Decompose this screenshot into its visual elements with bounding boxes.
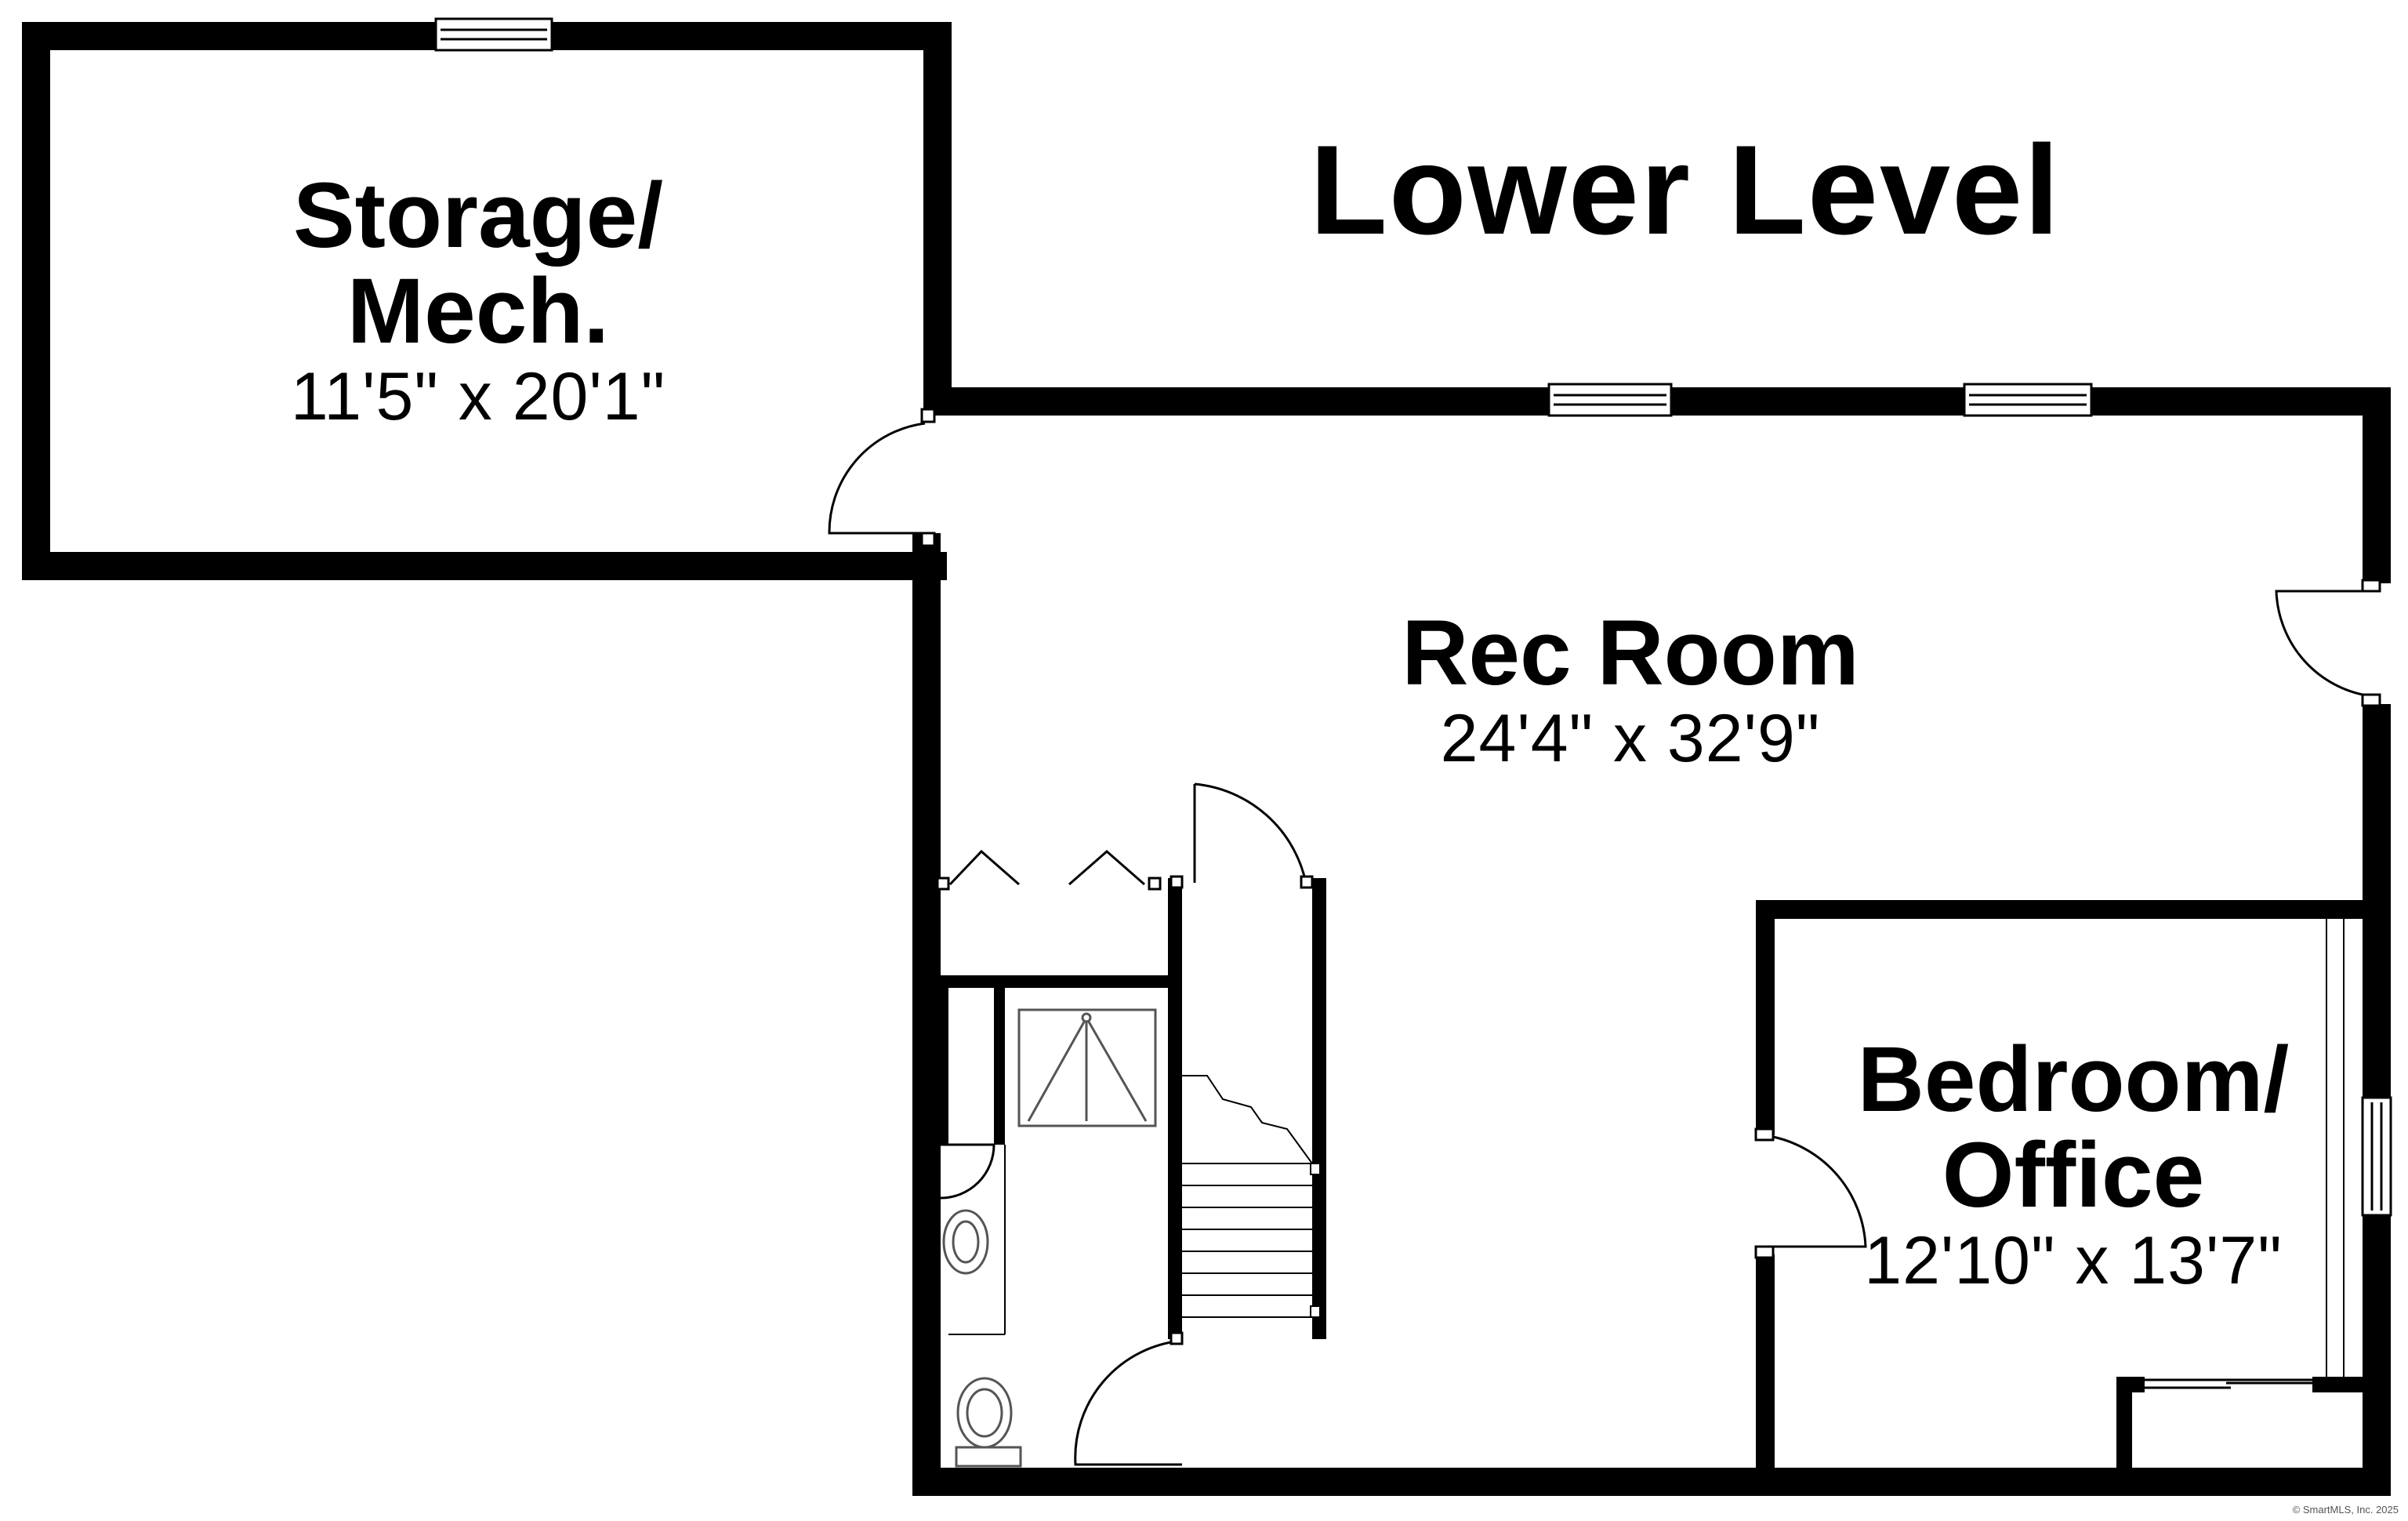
bath-wall-mid (994, 988, 1005, 1145)
storage-wall-bottom (22, 552, 947, 580)
stair-wall-left (1168, 878, 1182, 1339)
stair-wall-right (1312, 878, 1326, 1339)
room-rec: Rec Room 24'4" x 32'9" (1317, 605, 1944, 776)
door-bedroom-swing (1772, 1135, 1867, 1248)
door-stair-jamb-r (1300, 875, 1314, 889)
door-storage-jamb-bottom (920, 532, 936, 547)
door-stair-jamb-l (1170, 875, 1184, 889)
door-rec-swing (2275, 590, 2363, 696)
door-bath-inner-swing (940, 1143, 995, 1200)
room-storage-name-1: Storage/ (292, 164, 664, 267)
storage-wall-left (22, 22, 50, 580)
page-title: Lower Level (1309, 119, 2062, 261)
closet-wall-bottom (937, 975, 1171, 988)
shower-icon (1017, 1008, 1157, 1127)
copyright: © SmartMLS, Inc. 2025 (2292, 1504, 2399, 1516)
fixtures (942, 1008, 1157, 1468)
bath-wall-inner (937, 988, 948, 1145)
window-rec-2 (1963, 383, 2093, 417)
door-rec-jamb-bottom (2361, 693, 2381, 707)
room-bedroom-name-1: Bedroom/ (1857, 1028, 2290, 1131)
room-storage-name-2: Mech. (346, 260, 610, 363)
door-bath-swing (1074, 1339, 1183, 1466)
windows (434, 17, 2392, 1217)
door-rec-jamb-top (2361, 579, 2381, 593)
rec-wall-left-upper (912, 533, 941, 1496)
bedroom-wall-top (1756, 900, 2391, 919)
storage-wall-right-upper (923, 22, 952, 411)
door-bedroom-jamb-top (1754, 1127, 1775, 1142)
closet-wall-right (2312, 1377, 2391, 1392)
sink-icon (942, 1209, 989, 1275)
door-storage-swing (828, 422, 926, 535)
room-storage-size: 11'5" x 20'1" (290, 359, 666, 434)
closet-wall-left (2116, 1377, 2132, 1482)
room-bedroom: Bedroom/ Office 12'10" x 13'7" (1787, 1032, 2359, 1298)
thin-walls (948, 919, 2345, 1377)
door-bedroom-jamb-bottom (1754, 1245, 1775, 1259)
room-rec-name: Rec Room (1402, 601, 1859, 705)
room-storage: Storage/ Mech. 11'5" x 20'1" (188, 168, 768, 434)
door-stair-swing (1193, 782, 1307, 884)
stairs (1182, 1075, 1321, 1318)
door-bath-jamb (1170, 1331, 1184, 1345)
door-storage-jamb-top (920, 408, 936, 423)
window-storage (434, 17, 553, 52)
bedroom-wall-left-upper (1756, 900, 1775, 1135)
room-bedroom-name-2: Office (1942, 1124, 2205, 1227)
closet-bifold-left (948, 849, 1020, 886)
doors (828, 408, 2381, 1466)
room-rec-size: 24'4" x 32'9" (1440, 701, 1821, 776)
window-rec-1 (1547, 383, 1673, 417)
rec-wall-right-upper (2363, 387, 2391, 583)
window-bedroom (2361, 1096, 2392, 1217)
closet-bifold-right (1068, 850, 1145, 886)
bedroom-wall-left-lower (1756, 1254, 1775, 1482)
wall-bottom (912, 1468, 2391, 1496)
room-bedroom-size: 12'10" x 13'7" (1864, 1223, 2283, 1298)
